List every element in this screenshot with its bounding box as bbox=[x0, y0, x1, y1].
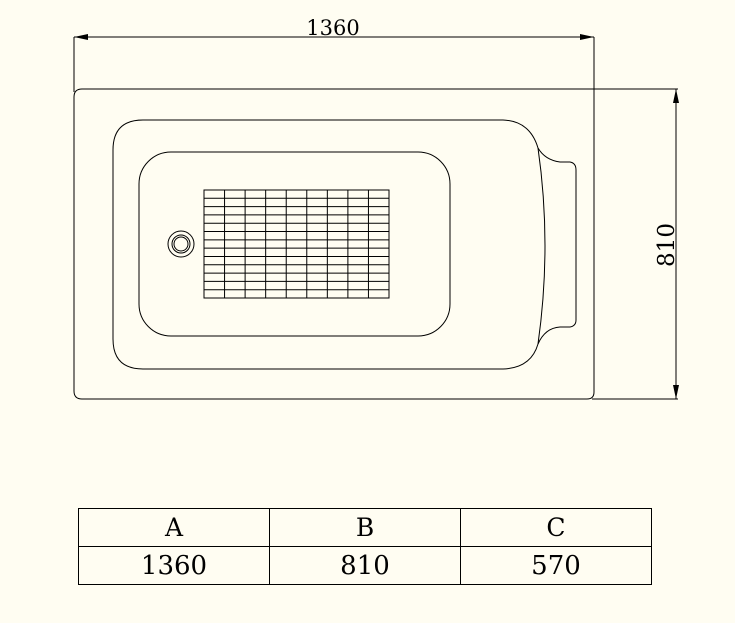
spec-value-b: 810 bbox=[269, 546, 461, 585]
tub-inner-ledge bbox=[112, 119, 546, 370]
width-dimension bbox=[73, 34, 595, 92]
width-dimension-label: 1360 bbox=[306, 16, 359, 40]
tub-basin-floor bbox=[138, 151, 451, 337]
spec-header-c: C bbox=[460, 508, 652, 547]
spec-header-b: B bbox=[269, 508, 461, 547]
drain-grate-border bbox=[203, 189, 390, 299]
spec-value-c: 570 bbox=[460, 546, 652, 585]
height-dimension bbox=[592, 88, 679, 400]
spec-table: A B C 1360 810 570 bbox=[78, 508, 652, 585]
drain-grate bbox=[203, 189, 390, 299]
tub-outer-rim bbox=[73, 88, 595, 400]
spec-table-value-row: 1360 810 570 bbox=[78, 546, 652, 585]
tub-backrest bbox=[537, 147, 577, 345]
height-dimension-label: 810 bbox=[654, 223, 680, 267]
drain-icon bbox=[167, 230, 195, 258]
spec-value-a: 1360 bbox=[78, 546, 270, 585]
spec-table-header-row: A B C bbox=[78, 508, 652, 547]
spec-header-a: A bbox=[78, 508, 270, 547]
